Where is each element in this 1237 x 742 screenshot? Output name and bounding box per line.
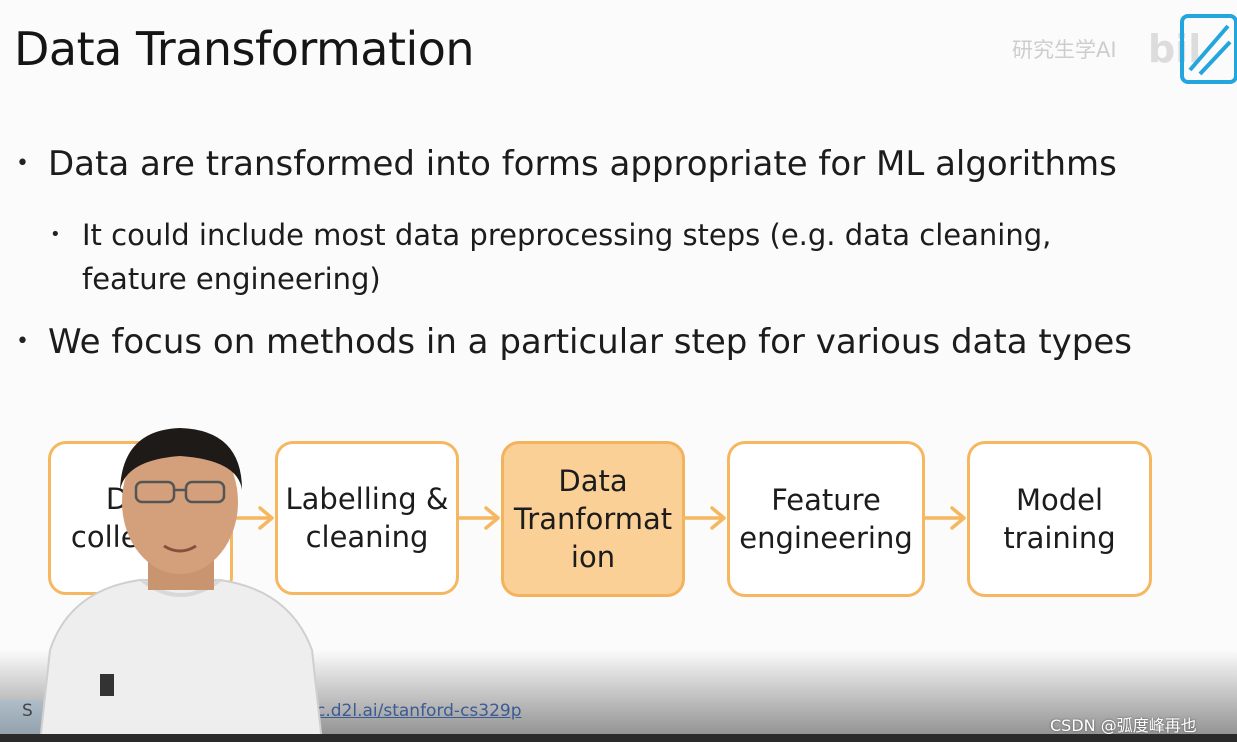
pipeline-step-data-transformation: Data Tranformat ion: [501, 441, 685, 597]
presenter-video-overlay: [38, 428, 324, 742]
bilibili-logo-icon: bil: [1148, 14, 1237, 84]
sub-bullet-dot: •: [50, 224, 61, 245]
slide-title: Data Transformation: [14, 22, 475, 76]
sub-bullet-1-line2: feature engineering): [82, 262, 381, 296]
arrow-right-icon: [922, 503, 968, 533]
bullet-2-text: We focus on methods in a particular step…: [48, 322, 1133, 362]
bullet-dot: •: [16, 151, 29, 176]
arrow-right-icon: [230, 503, 276, 533]
arrow-right-icon: [682, 503, 728, 533]
step-4-line2: engineering: [739, 521, 913, 555]
step-2-line1: Labelling &: [285, 482, 449, 516]
pipeline-step-model-training: Model training: [967, 441, 1152, 597]
csdn-watermark: CSDN @弧度峰再也: [1050, 716, 1197, 735]
link-prefix: S: [22, 701, 33, 721]
sub-bullet-1: • It could include most data preprocessi…: [50, 213, 1051, 301]
bullet-1: • Data are transformed into forms approp…: [16, 140, 1117, 188]
bullet-1-text: Data are transformed into forms appropri…: [48, 144, 1117, 184]
video-progress-bar[interactable]: [0, 734, 1237, 742]
sub-bullet-1-line1: It could include most data preprocessing…: [82, 218, 1052, 252]
bullet-dot: •: [16, 329, 29, 354]
watermark-text: 研究生学AI: [1012, 38, 1117, 62]
step-3-line2: Tranformat: [513, 502, 673, 536]
bullet-2: • We focus on methods in a particular st…: [16, 318, 1132, 366]
step-2-line2: cleaning: [305, 520, 429, 554]
pipeline-step-feature-engineering: Feature engineering: [727, 441, 925, 597]
svg-text:bil: bil: [1148, 27, 1201, 71]
step-3-line1: Data: [558, 464, 628, 498]
step-5-line1: Model: [1015, 483, 1104, 517]
step-4-line1: Feature: [771, 483, 881, 517]
pipeline-step-labelling-cleaning: Labelling & cleaning: [275, 441, 459, 595]
arrow-right-icon: [456, 503, 502, 533]
step-3-line3: ion: [570, 540, 616, 574]
sub-bullet-1-text: It could include most data preprocessing…: [82, 213, 1051, 301]
step-5-line2: training: [1003, 521, 1116, 555]
course-link[interactable]: c.d2l.ai/stanford-cs329p: [316, 701, 522, 721]
